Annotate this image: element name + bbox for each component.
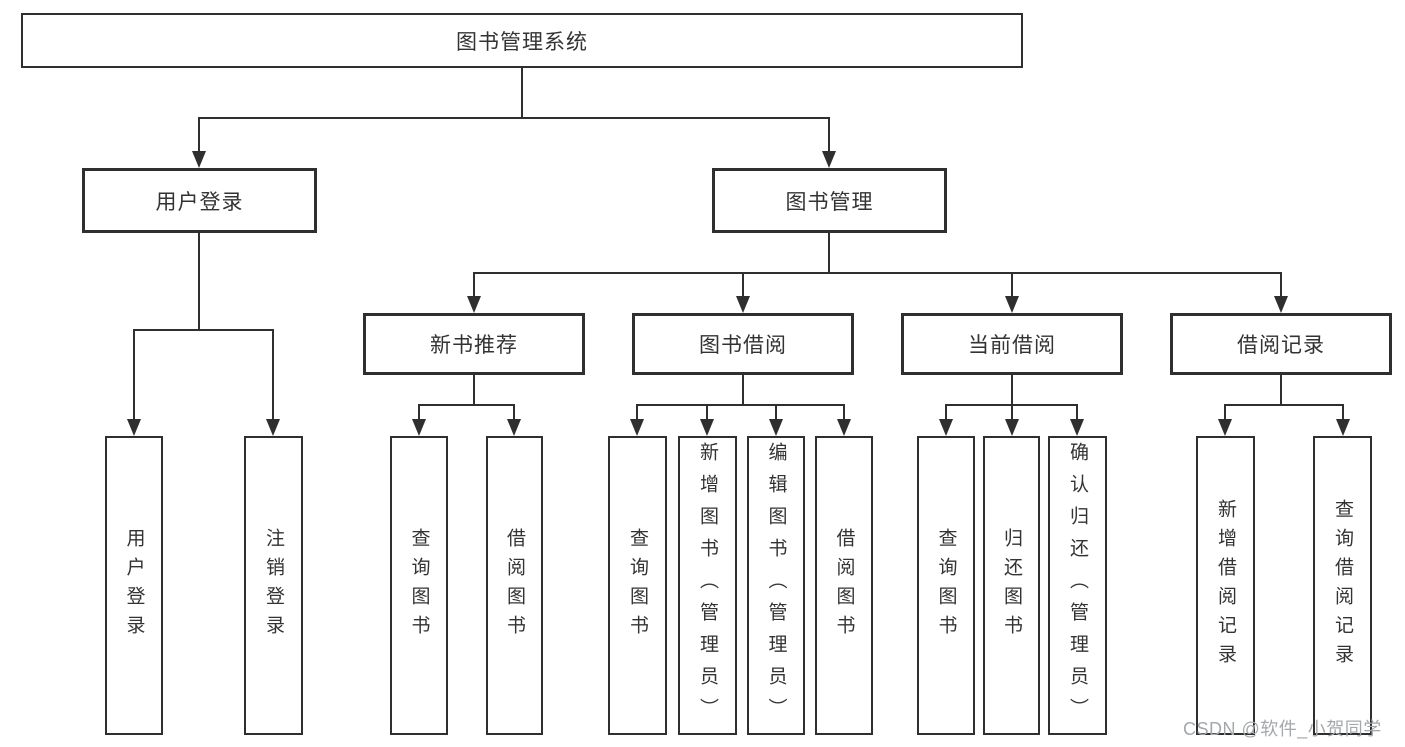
node-query-books-under-recommend: 查询图书 xyxy=(390,436,448,735)
node-logout-leaf: 注销登录 xyxy=(244,436,303,735)
node-user-login-leaf: 用户登录 xyxy=(105,436,163,735)
node-add-borrow-record: 新增借阅记录 xyxy=(1196,436,1255,735)
edge-root-to-level2 xyxy=(192,68,836,168)
node-add-book-admin: 新增图书（管理员） xyxy=(678,436,737,735)
node-library-system-root: 图书管理系统 xyxy=(21,13,1023,68)
edge-book-borrow-children xyxy=(630,375,851,436)
node-borrow-books-under-recommend: 借阅图书 xyxy=(486,436,543,735)
node-borrow-books-leaf: 借阅图书 xyxy=(815,436,873,735)
node-borrow-records: 借阅记录 xyxy=(1170,313,1392,375)
node-book-management: 图书管理 xyxy=(712,168,947,233)
edge-borrow-records-children xyxy=(1218,375,1350,436)
node-edit-book-admin: 编辑图书（管理员） xyxy=(747,436,805,735)
node-user-login: 用户登录 xyxy=(82,168,317,233)
node-return-book: 归还图书 xyxy=(983,436,1040,735)
edge-book-management-children xyxy=(467,233,1288,313)
csdn-watermark: CSDN @软件_小贺同学 xyxy=(1183,719,1382,739)
node-new-book-recommend: 新书推荐 xyxy=(363,313,585,375)
edge-user-login-children xyxy=(127,233,280,436)
node-query-borrow-record: 查询借阅记录 xyxy=(1313,436,1372,735)
node-query-books-under-current: 查询图书 xyxy=(917,436,975,735)
node-book-borrow: 图书借阅 xyxy=(632,313,854,375)
node-confirm-return-admin: 确认归还（管理员） xyxy=(1048,436,1107,735)
node-query-books-under-borrow: 查询图书 xyxy=(608,436,667,735)
node-current-borrow: 当前借阅 xyxy=(901,313,1123,375)
edge-current-borrow-children xyxy=(939,375,1084,436)
edge-new-book-recommend-children xyxy=(412,375,521,436)
